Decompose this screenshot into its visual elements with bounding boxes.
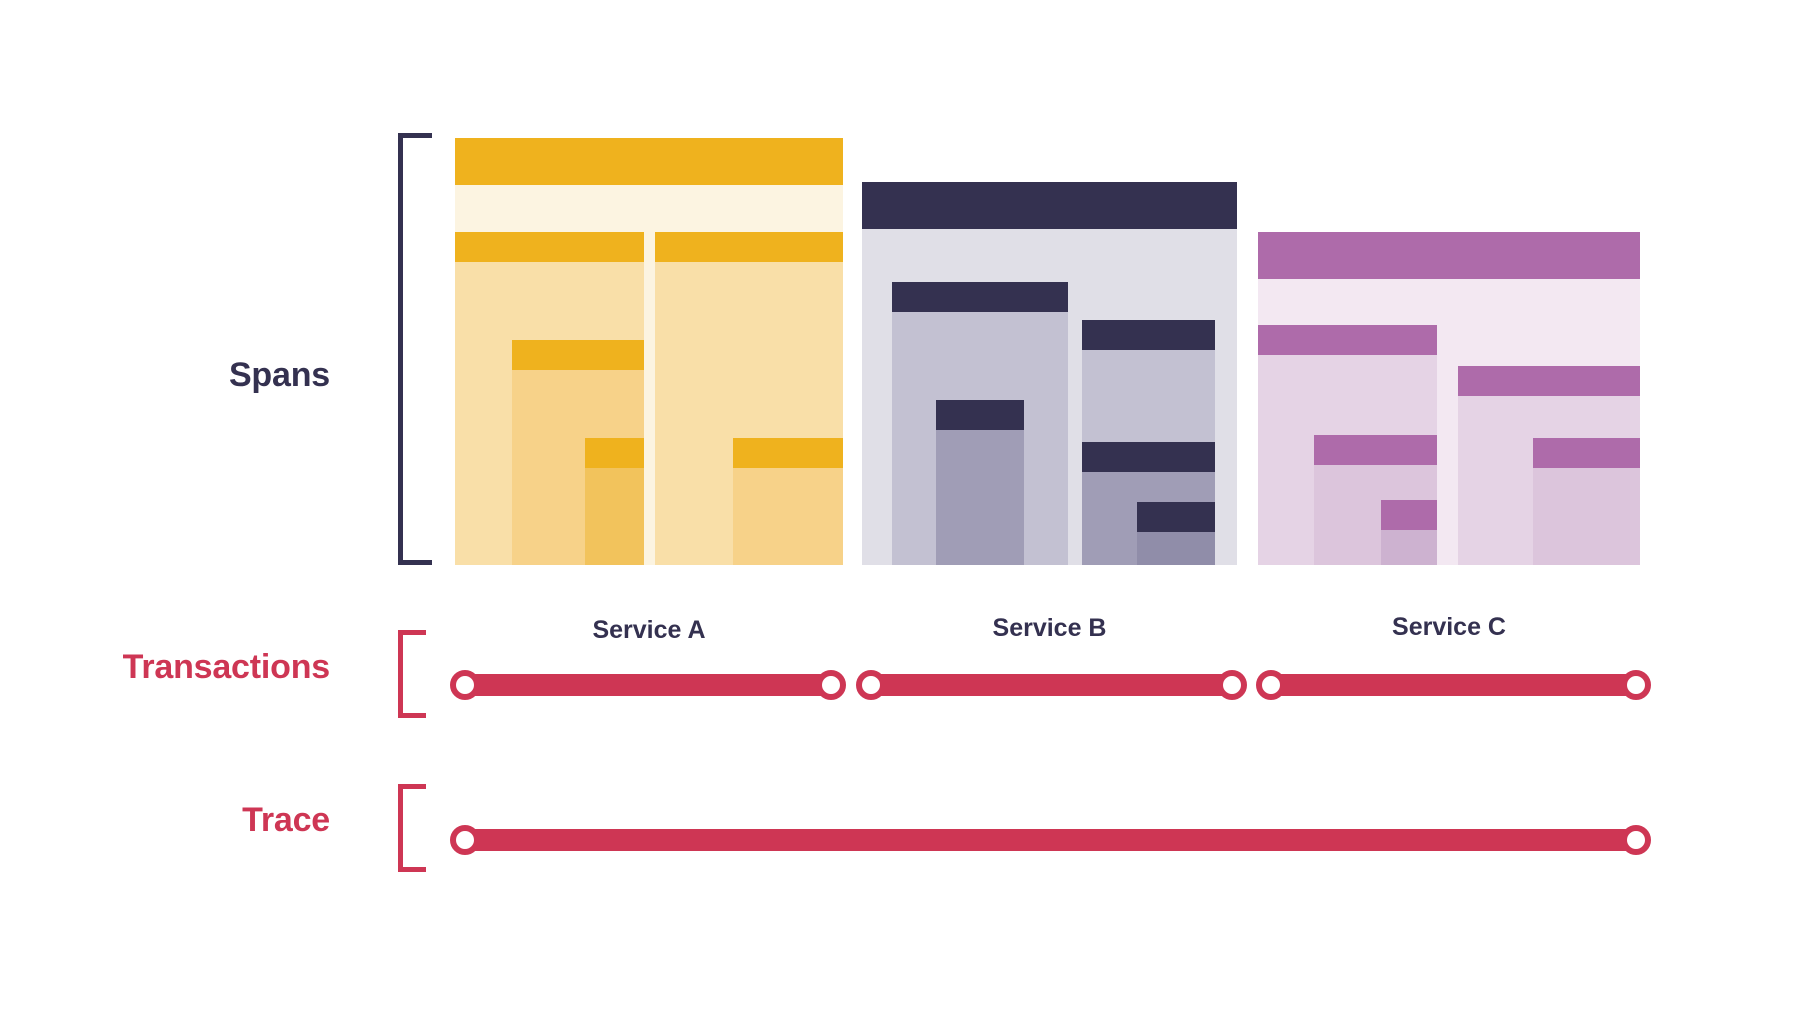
- transaction-node-c-start[interactable]: [1256, 670, 1286, 700]
- span-a2a-head: [733, 438, 843, 468]
- span-c1a-i-head: [1381, 500, 1437, 530]
- span-root-b-head: [862, 182, 1237, 229]
- span-root-a-head: [455, 138, 843, 185]
- service-label-c: Service C: [1392, 613, 1506, 641]
- transaction-node-b-end[interactable]: [1217, 670, 1247, 700]
- span-c1a-head: [1314, 435, 1437, 465]
- service-label-b: Service B: [992, 614, 1107, 642]
- span-b2a-i[interactable]: [1137, 502, 1215, 565]
- span-a1a-i[interactable]: [585, 438, 644, 565]
- transaction-segment-c[interactable]: [1266, 674, 1646, 696]
- span-a1a-i-head: [585, 438, 644, 468]
- span-b1a-head: [936, 400, 1024, 430]
- row-label-spans: Spans: [228, 356, 330, 394]
- bracket-spans: [398, 133, 432, 565]
- trace-node-start[interactable]: [450, 825, 480, 855]
- span-c2a[interactable]: [1533, 438, 1640, 565]
- span-b1a-body: [936, 430, 1024, 565]
- trace-node-end[interactable]: [1621, 825, 1651, 855]
- span-a1-head: [455, 232, 644, 262]
- span-b1-head: [892, 282, 1068, 312]
- span-b1a[interactable]: [936, 400, 1024, 565]
- bracket-trace: [398, 784, 426, 872]
- service-column-a: Service A: [455, 0, 843, 644]
- transaction-segment-a[interactable]: [460, 674, 838, 696]
- row-label-transactions: Transactions: [122, 648, 331, 686]
- span-c2-head: [1458, 366, 1640, 396]
- span-b2a-head: [1082, 442, 1215, 472]
- span-b2a-i-body: [1137, 532, 1215, 565]
- transaction-node-a-end[interactable]: [816, 670, 846, 700]
- row-label-trace: Trace: [242, 801, 330, 839]
- transaction-segment-b[interactable]: [866, 674, 1239, 696]
- span-a1a-head: [512, 340, 644, 370]
- transaction-node-b-start[interactable]: [856, 670, 886, 700]
- transaction-node-a-start[interactable]: [450, 670, 480, 700]
- span-c1-head: [1258, 325, 1437, 355]
- span-c2a-body: [1533, 468, 1640, 565]
- service-label-a: Service A: [592, 616, 706, 644]
- span-a2-head: [655, 232, 843, 262]
- span-c2a-head: [1533, 438, 1640, 468]
- span-a1a-i-body: [585, 468, 644, 565]
- bracket-transactions: [398, 630, 426, 718]
- span-root-c-head: [1258, 232, 1640, 279]
- service-column-b: Service B: [862, 0, 1237, 642]
- span-a2a-body: [733, 468, 843, 565]
- transaction-node-c-end[interactable]: [1621, 670, 1651, 700]
- span-c1a-i-body: [1381, 530, 1437, 565]
- span-b2a-i-head: [1137, 502, 1215, 532]
- service-column-c: Service C: [1258, 0, 1640, 641]
- span-c1a-i[interactable]: [1381, 500, 1437, 565]
- span-b2-head: [1082, 320, 1215, 350]
- trace-segment-full[interactable]: [460, 829, 1646, 851]
- span-a2a[interactable]: [733, 438, 843, 565]
